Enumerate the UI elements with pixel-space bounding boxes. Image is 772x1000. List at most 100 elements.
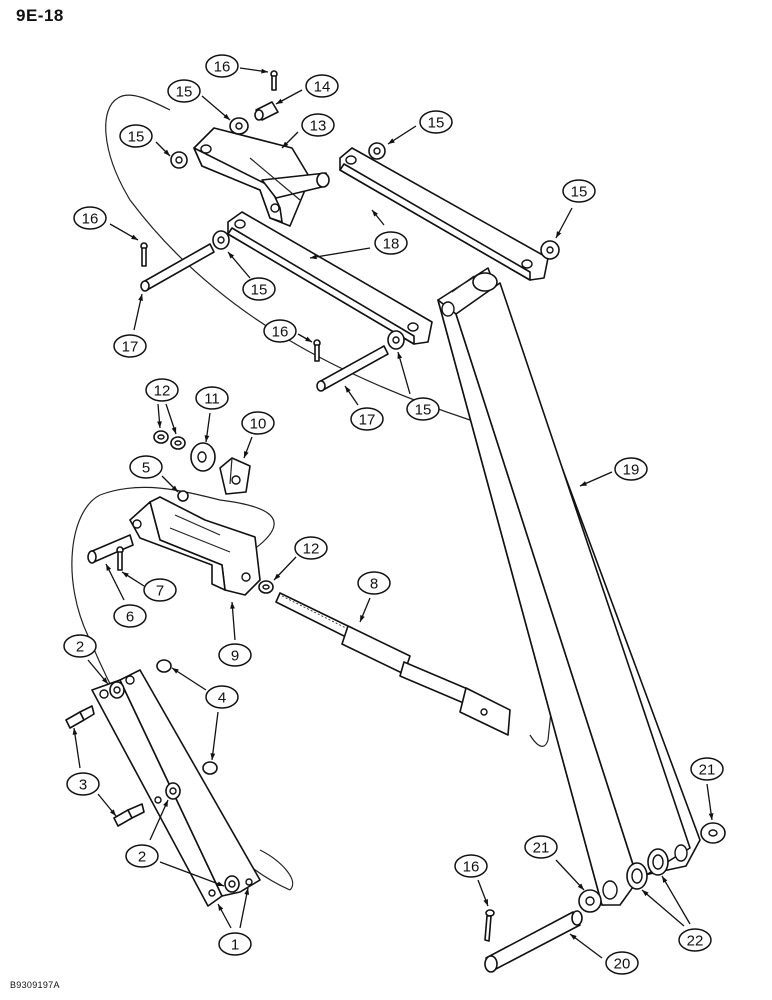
callout-number: 16 bbox=[463, 859, 480, 876]
callout-oval bbox=[63, 634, 97, 658]
callout-oval bbox=[195, 386, 229, 410]
leader-arrowhead bbox=[109, 809, 116, 816]
leader-arrowhead bbox=[230, 602, 235, 609]
callout-oval bbox=[357, 571, 391, 595]
leader-arrowhead bbox=[305, 336, 312, 342]
leader-line bbox=[211, 711, 219, 761]
callout-oval bbox=[73, 206, 107, 230]
leader-arrowhead bbox=[131, 234, 138, 240]
callout-oval bbox=[129, 455, 163, 479]
leader-arrowhead bbox=[157, 421, 162, 428]
leader-arrowhead bbox=[106, 564, 112, 571]
callout-number: 16 bbox=[82, 211, 99, 228]
callout-number: 19 bbox=[623, 462, 640, 479]
links-18 bbox=[227, 147, 549, 345]
bolts-3 bbox=[65, 705, 145, 827]
callout-12: 12 bbox=[294, 536, 328, 560]
callout-number: 1 bbox=[231, 937, 239, 954]
callout-number: 4 bbox=[218, 690, 226, 707]
callout-oval bbox=[205, 54, 239, 78]
callout-number: 16 bbox=[272, 324, 289, 341]
callout-oval bbox=[419, 110, 453, 134]
leader-arrowhead bbox=[172, 668, 179, 674]
leader-line bbox=[105, 563, 125, 601]
callout-16: 16 bbox=[205, 54, 239, 78]
leader-arrowhead bbox=[228, 252, 235, 259]
leader-arrowhead bbox=[204, 435, 210, 442]
callout-oval bbox=[690, 757, 724, 781]
callout-15: 15 bbox=[406, 397, 440, 421]
callout-oval bbox=[125, 844, 159, 868]
callout-oval bbox=[113, 334, 147, 358]
callout-2: 2 bbox=[125, 844, 159, 868]
callout-number: 21 bbox=[699, 762, 716, 779]
callout-oval bbox=[350, 407, 384, 431]
callout-oval bbox=[294, 536, 328, 560]
bushings-2 bbox=[109, 681, 240, 893]
callout-oval bbox=[406, 397, 440, 421]
callout-number: 17 bbox=[122, 339, 139, 356]
cotter-7 bbox=[116, 546, 124, 571]
callout-number: 5 bbox=[142, 460, 150, 477]
callout-number: 3 bbox=[79, 777, 87, 794]
nuts-12-top bbox=[153, 430, 186, 450]
callout-number: 2 bbox=[138, 849, 146, 866]
callout-4: 4 bbox=[205, 685, 239, 709]
callout-oval bbox=[241, 411, 275, 435]
callout-oval bbox=[66, 772, 100, 796]
callout-number: 15 bbox=[428, 115, 445, 132]
callout-15: 15 bbox=[242, 277, 276, 301]
callout-number: 20 bbox=[614, 956, 631, 973]
callout-oval bbox=[167, 79, 201, 103]
callout-13: 13 bbox=[301, 113, 335, 137]
washer-21-right bbox=[700, 822, 726, 844]
cotter-16-top bbox=[270, 70, 278, 91]
leader-arrowhead bbox=[276, 98, 283, 104]
callout-22: 22 bbox=[678, 928, 712, 952]
leader-arrowhead bbox=[372, 210, 378, 217]
callout-2: 2 bbox=[63, 634, 97, 658]
callout-11: 11 bbox=[195, 386, 229, 410]
leader-arrowhead bbox=[261, 68, 268, 74]
washers-22 bbox=[626, 848, 669, 890]
callout-oval bbox=[562, 179, 596, 203]
leader-line bbox=[397, 351, 411, 395]
callout-1: 1 bbox=[218, 932, 252, 956]
leader-line bbox=[641, 889, 685, 927]
arm-19 bbox=[437, 267, 701, 906]
leader-line bbox=[171, 667, 207, 691]
leader-arrowhead bbox=[210, 753, 216, 760]
callout-8: 8 bbox=[357, 571, 391, 595]
callout-number: 14 bbox=[314, 79, 331, 96]
leader-arrowhead bbox=[577, 883, 584, 890]
callout-number: 12 bbox=[303, 541, 320, 558]
washer-11 bbox=[190, 442, 216, 472]
leader-arrowhead bbox=[483, 899, 488, 906]
nuts-4 bbox=[156, 659, 218, 775]
leader-arrowhead bbox=[388, 138, 395, 144]
leader-arrowhead bbox=[360, 615, 365, 622]
callout-5: 5 bbox=[129, 455, 163, 479]
leader-arrowhead bbox=[642, 890, 649, 897]
leader-arrowhead bbox=[570, 934, 577, 940]
leader-arrowhead bbox=[122, 572, 129, 578]
drawing-ref: B9309197A bbox=[10, 980, 60, 990]
callout-number: 15 bbox=[176, 84, 193, 101]
callout-7: 7 bbox=[143, 578, 177, 602]
leader-arrowhead bbox=[244, 888, 250, 895]
bracket-9 bbox=[129, 496, 261, 596]
leader-line bbox=[309, 247, 371, 259]
leader-arrowhead bbox=[223, 113, 230, 120]
bars-2 bbox=[91, 669, 261, 907]
callout-oval bbox=[454, 854, 488, 878]
callout-9: 9 bbox=[218, 643, 252, 667]
bracket-13 bbox=[193, 127, 330, 227]
leader-arrowhead bbox=[282, 141, 289, 148]
callout-number: 15 bbox=[415, 402, 432, 419]
callout-6: 6 bbox=[113, 604, 147, 628]
leader-arrowhead bbox=[163, 149, 170, 156]
leader-arrowhead bbox=[163, 800, 168, 807]
callout-oval bbox=[305, 74, 339, 98]
leader-arrowhead bbox=[138, 294, 143, 301]
